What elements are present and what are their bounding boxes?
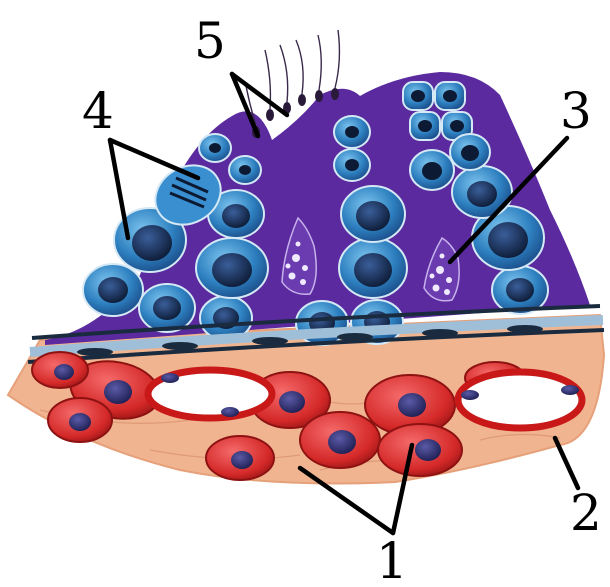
label-4: 4 — [82, 82, 114, 140]
label-2: 2 — [570, 484, 602, 542]
label-1: 1 — [376, 532, 408, 587]
label-3: 3 — [560, 82, 592, 140]
label-5: 5 — [194, 12, 226, 70]
